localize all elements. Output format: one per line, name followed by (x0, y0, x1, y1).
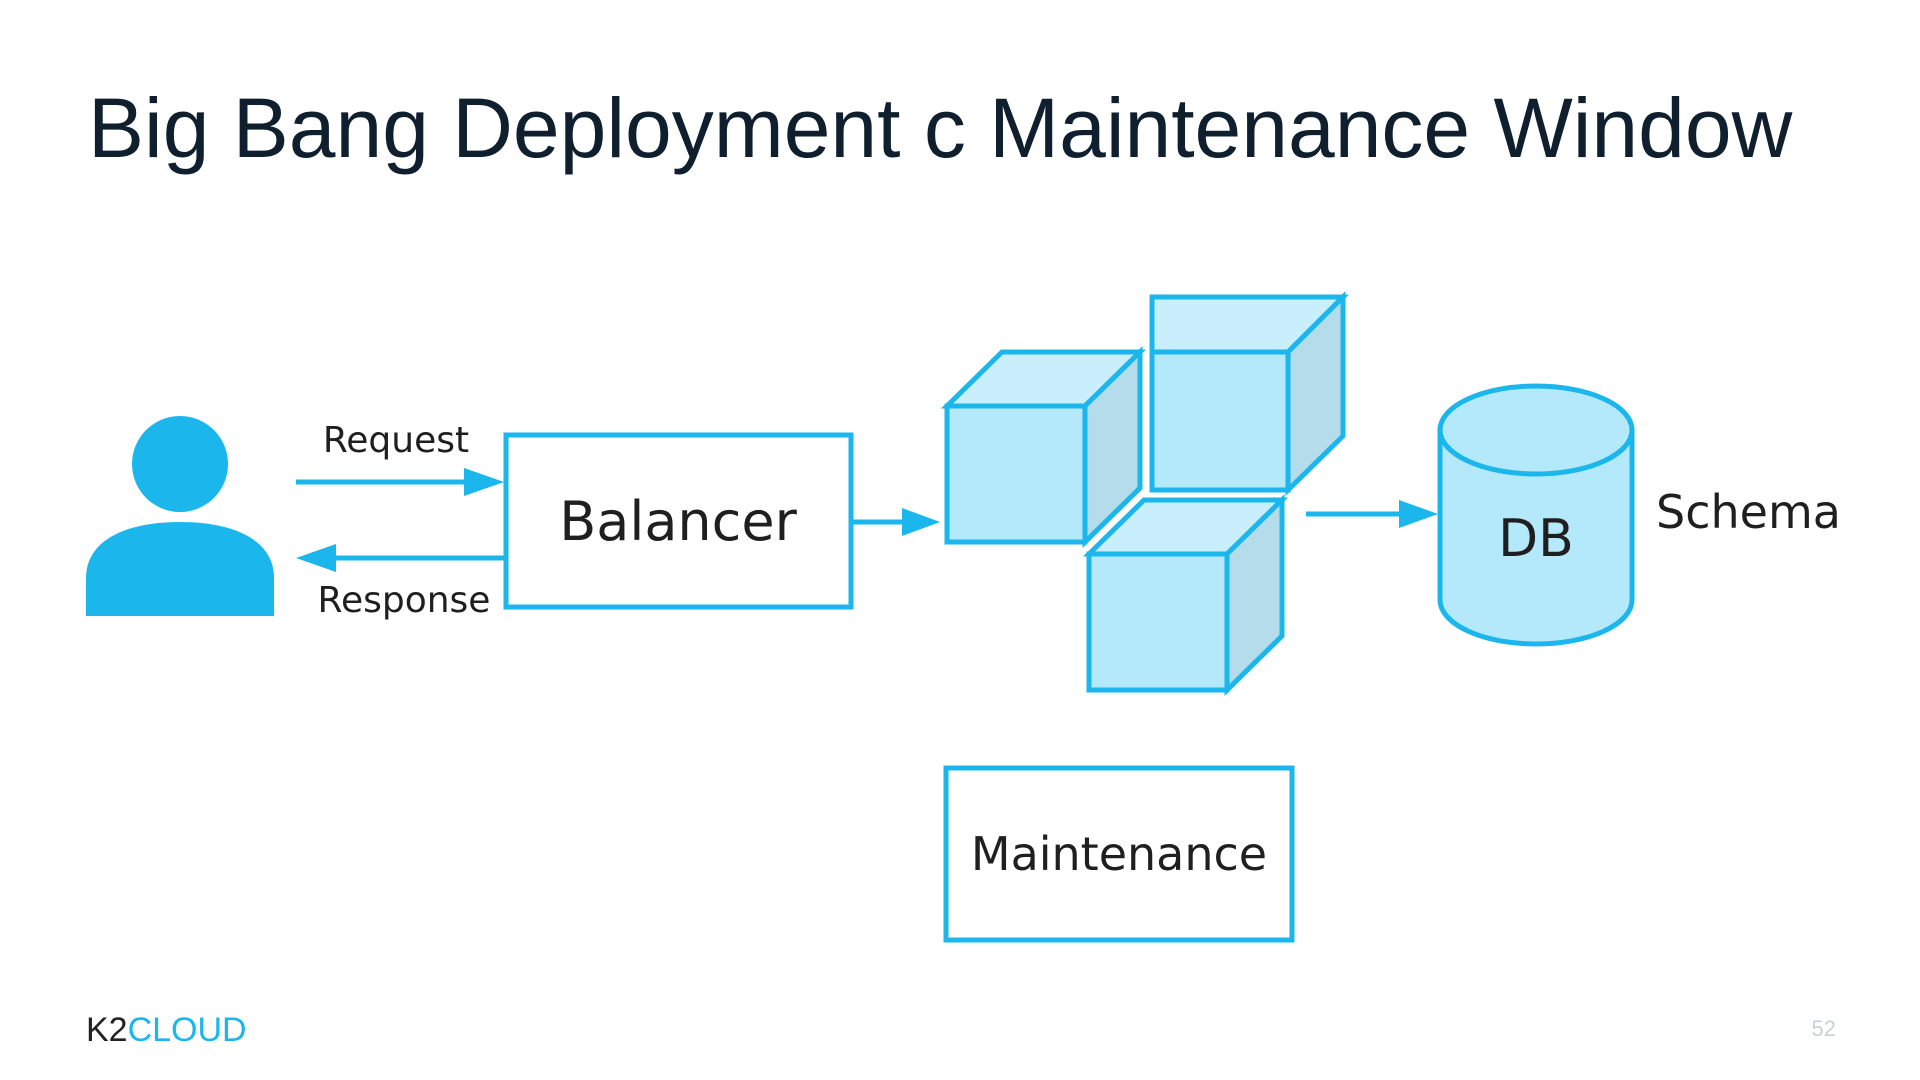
server-cube-icon (940, 346, 1147, 548)
page-number: 52 (1811, 1016, 1836, 1041)
slide-title: Big Bang Deployment c Maintenance Window (88, 81, 1793, 175)
db-label: DB (1498, 509, 1574, 569)
balancer-label: Balancer (559, 490, 797, 553)
maintenance-label: Maintenance (971, 827, 1267, 881)
server-cube-icon (1149, 290, 1350, 496)
server-cube-icon (1082, 494, 1289, 696)
request-label: Request (323, 420, 469, 461)
logo-cloud-text: CLOUD (127, 1011, 247, 1049)
servers-to-db-arrow (1306, 500, 1438, 528)
balancer-to-servers-arrow (853, 508, 940, 536)
request-arrow (296, 468, 504, 496)
database-icon (1437, 383, 1635, 647)
logo-k2-text: K2 (86, 1011, 128, 1049)
maintenance-box (943, 765, 1295, 943)
user-icon (86, 416, 274, 616)
balancer-box (503, 432, 854, 610)
response-label: Response (318, 580, 491, 621)
response-arrow (296, 544, 506, 572)
k2-cloud-logo: K2CLOUD (86, 1010, 247, 1050)
schema-label: Schema (1656, 485, 1841, 539)
